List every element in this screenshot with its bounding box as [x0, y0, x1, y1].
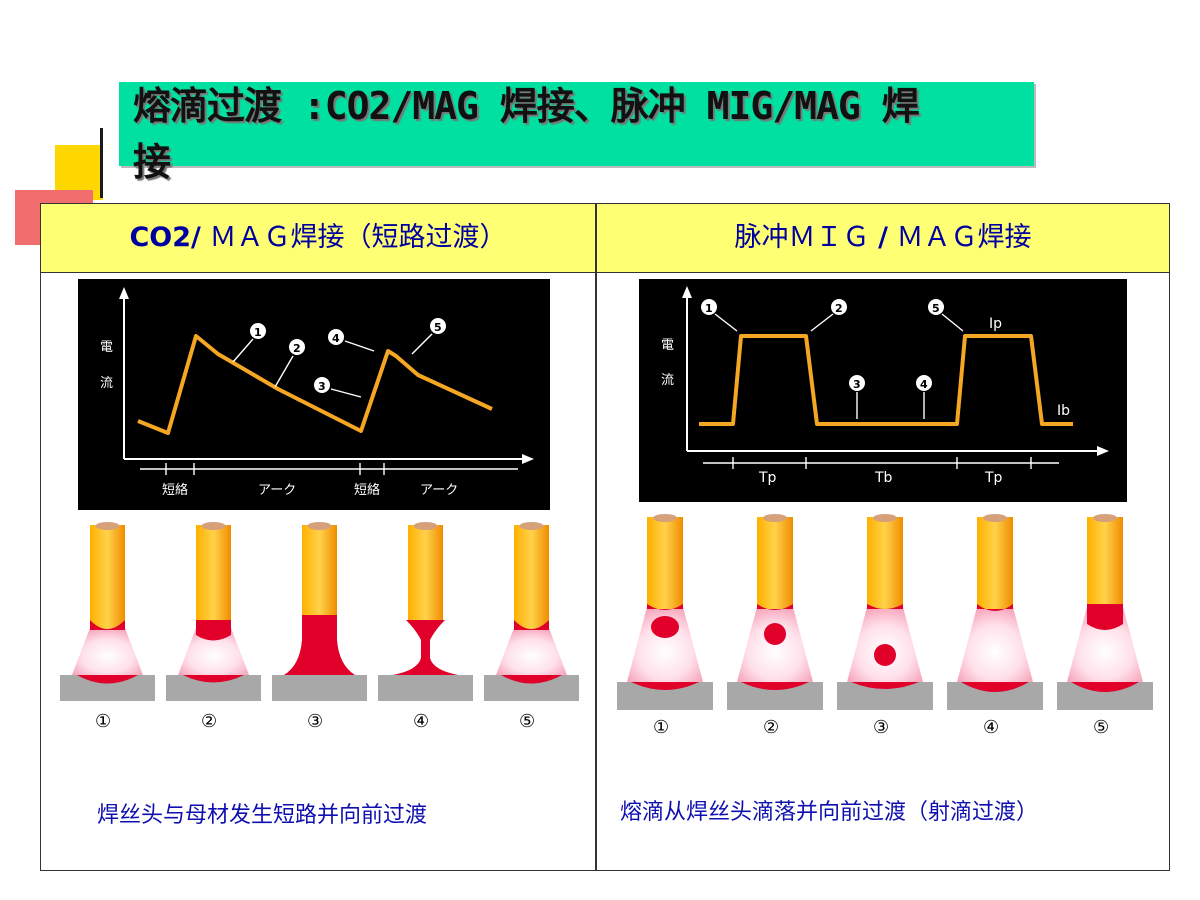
- x-label-short-2: 短絡: [354, 482, 380, 498]
- y-axis-arrow: [119, 287, 129, 299]
- marker-1: 1: [701, 299, 738, 332]
- stage-label-4: ④: [983, 717, 999, 738]
- svg-text:1: 1: [705, 302, 713, 315]
- y-label-char-1: 電: [661, 338, 674, 353]
- stage-3-figure: [837, 514, 933, 710]
- svg-text:2: 2: [835, 302, 843, 315]
- stage-5-figure: [484, 522, 579, 701]
- x-label-short-1: 短絡: [162, 482, 188, 498]
- level-label-ib: Ib: [1057, 403, 1070, 419]
- y-label-char-1: 電: [100, 340, 113, 355]
- svg-text:5: 5: [932, 302, 940, 315]
- marker-2: 2: [810, 299, 847, 332]
- stage-3-figure: [272, 522, 367, 701]
- y-axis-arrow: [682, 286, 692, 298]
- svg-text:4: 4: [920, 378, 928, 391]
- stage-label-1: ①: [95, 711, 111, 732]
- pulse-waveform-chart: 電 流 Ip Ib Tp Tb Tp 1 2 3 4 5: [639, 279, 1127, 502]
- stage-4-figure: [378, 522, 473, 701]
- caption-short-circuit: 焊丝头与母材发生短路并向前过渡: [97, 803, 428, 828]
- x-axis-arrow: [1097, 446, 1109, 456]
- marker-3: 3: [849, 375, 865, 419]
- spray-transfer-stages-illustration: ① ② ③ ④ ⑤: [617, 514, 1153, 738]
- x-label-arc-1: アーク: [258, 483, 296, 498]
- svg-text:3: 3: [853, 378, 861, 391]
- x-label-tp-2: Tp: [984, 470, 1003, 486]
- short-circuit-stages-illustration: ① ② ③ ④ ⑤: [60, 522, 579, 732]
- header-co2-mag: CO2/ ＭＡＧ焊接（短路过渡）: [42, 216, 594, 260]
- marker-5: 5: [928, 299, 964, 332]
- y-label-char-2: 流: [661, 373, 674, 388]
- svg-text:4: 4: [332, 332, 340, 345]
- stage-2-figure: [727, 514, 823, 710]
- timing-marks: [703, 457, 1059, 469]
- level-label-ip: Ip: [989, 316, 1002, 332]
- header-co2-rest: ＭＡＧ焊接（短路过渡）: [200, 222, 507, 253]
- svg-text:2: 2: [293, 342, 301, 355]
- title-banner: [119, 82, 1034, 166]
- stage-label-5: ⑤: [519, 711, 535, 732]
- x-label-arc-2: アーク: [420, 483, 458, 498]
- table-header-row: [40, 203, 1170, 273]
- stage-label-2: ②: [763, 717, 779, 738]
- svg-text:1: 1: [254, 326, 262, 339]
- y-label-char-2: 流: [100, 376, 113, 391]
- pulse-current-waveform: [699, 334, 1073, 426]
- marker-1: 1: [232, 323, 266, 363]
- stage-label-4: ④: [413, 711, 429, 732]
- svg-text:3: 3: [318, 380, 326, 393]
- header-pulse-mig: 脉冲ＭＩＧ / ＭＡＧ焊接: [597, 216, 1169, 260]
- slide-title-line2: 接: [133, 140, 171, 184]
- slide-title: 熔滴过渡 :CO2/MAG 焊接、脉冲 MIG/MAG 焊 接: [133, 78, 1013, 190]
- marker-4: 4: [328, 329, 375, 352]
- marker-4: 4: [916, 375, 932, 419]
- timing-marks: [140, 463, 518, 475]
- current-waveform: [137, 334, 493, 435]
- header-pulse-sep: /: [878, 222, 888, 253]
- marker-5: 5: [411, 318, 446, 355]
- stage-5-figure: [1057, 514, 1153, 710]
- marker-2: 2: [274, 339, 305, 388]
- decor-vertical-line: [100, 128, 103, 198]
- slide-title-line1: 熔滴过渡 :CO2/MAG 焊接、脉冲 MIG/MAG 焊: [133, 84, 920, 128]
- chart-background: [78, 279, 550, 510]
- stage-4-figure: [947, 514, 1043, 710]
- x-axis-arrow: [522, 454, 534, 464]
- stage-label-5: ⑤: [1093, 717, 1109, 738]
- x-label-tp-1: Tp: [758, 470, 777, 486]
- stage-label-1: ①: [653, 717, 669, 738]
- stage-2-figure: [166, 522, 261, 701]
- stage-1-figure: [60, 522, 155, 701]
- short-circuit-waveform-chart: 電 流 短絡 アーク 短絡 アーク 1 2 3 4 5: [78, 279, 550, 510]
- stage-1-figure: [617, 514, 713, 710]
- header-pulse-part1: 脉冲ＭＩＧ: [734, 222, 879, 253]
- stage-label-3: ③: [307, 711, 323, 732]
- column-divider: [595, 203, 597, 871]
- x-label-tb: Tb: [874, 470, 893, 486]
- caption-spray-transfer: 熔滴从焊丝头滴落并向前过渡（射滴过渡）: [620, 800, 1039, 825]
- chart-background: [639, 279, 1127, 502]
- stage-label-2: ②: [201, 711, 217, 732]
- stage-label-3: ③: [873, 717, 889, 738]
- marker-3: 3: [314, 377, 362, 398]
- header-pulse-part2: ＭＡＧ焊接: [887, 222, 1032, 253]
- svg-text:5: 5: [434, 321, 442, 334]
- header-co2-prefix: CO2/: [129, 222, 201, 253]
